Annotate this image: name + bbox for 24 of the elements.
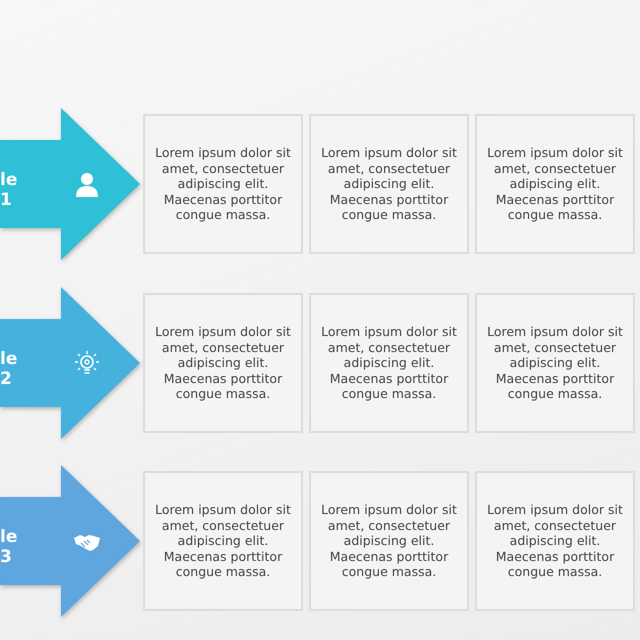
arrow-title: le 1 (0, 170, 18, 210)
arrow-shape (0, 287, 140, 439)
text-card (143, 293, 303, 433)
body-text: Lorem ipsum dolor sit amet, consectetuer adipiscing elit. Maecenas porttitor congue massa. (486, 145, 624, 223)
body-text: Lorem ipsum dolor sit amet, consectetuer adipiscing elit. Maecenas porttitor congue massa. (154, 145, 292, 223)
arrow-title: le 3 (0, 527, 18, 567)
text-card (475, 293, 635, 433)
text-card (475, 471, 635, 611)
text-card (143, 471, 303, 611)
text-card (309, 471, 469, 611)
body-text: Lorem ipsum dolor sit amet, consectetuer adipiscing elit. Maecenas porttitor congue massa. (486, 324, 624, 402)
body-text: Lorem ipsum dolor sit amet, consectetuer adipiscing elit. Maecenas porttitor congue massa. (320, 324, 458, 402)
text-card (143, 114, 303, 254)
text-card (475, 114, 635, 254)
arrow-title: le 2 (0, 349, 18, 389)
text-card (309, 114, 469, 254)
arrow-shape (0, 108, 140, 260)
body-text: Lorem ipsum dolor sit amet, consectetuer adipiscing elit. Maecenas porttitor congue massa. (486, 502, 624, 580)
body-text: Lorem ipsum dolor sit amet, consectetuer adipiscing elit. Maecenas porttitor congue massa. (320, 502, 458, 580)
body-text: Lorem ipsum dolor sit amet, consectetuer adipiscing elit. Maecenas porttitor congue massa. (154, 502, 292, 580)
text-card (309, 293, 469, 433)
arrow-shape (0, 465, 140, 617)
body-text: Lorem ipsum dolor sit amet, consectetuer adipiscing elit. Maecenas porttitor congue massa. (320, 145, 458, 223)
body-text: Lorem ipsum dolor sit amet, consectetuer adipiscing elit. Maecenas porttitor congue massa. (154, 324, 292, 402)
